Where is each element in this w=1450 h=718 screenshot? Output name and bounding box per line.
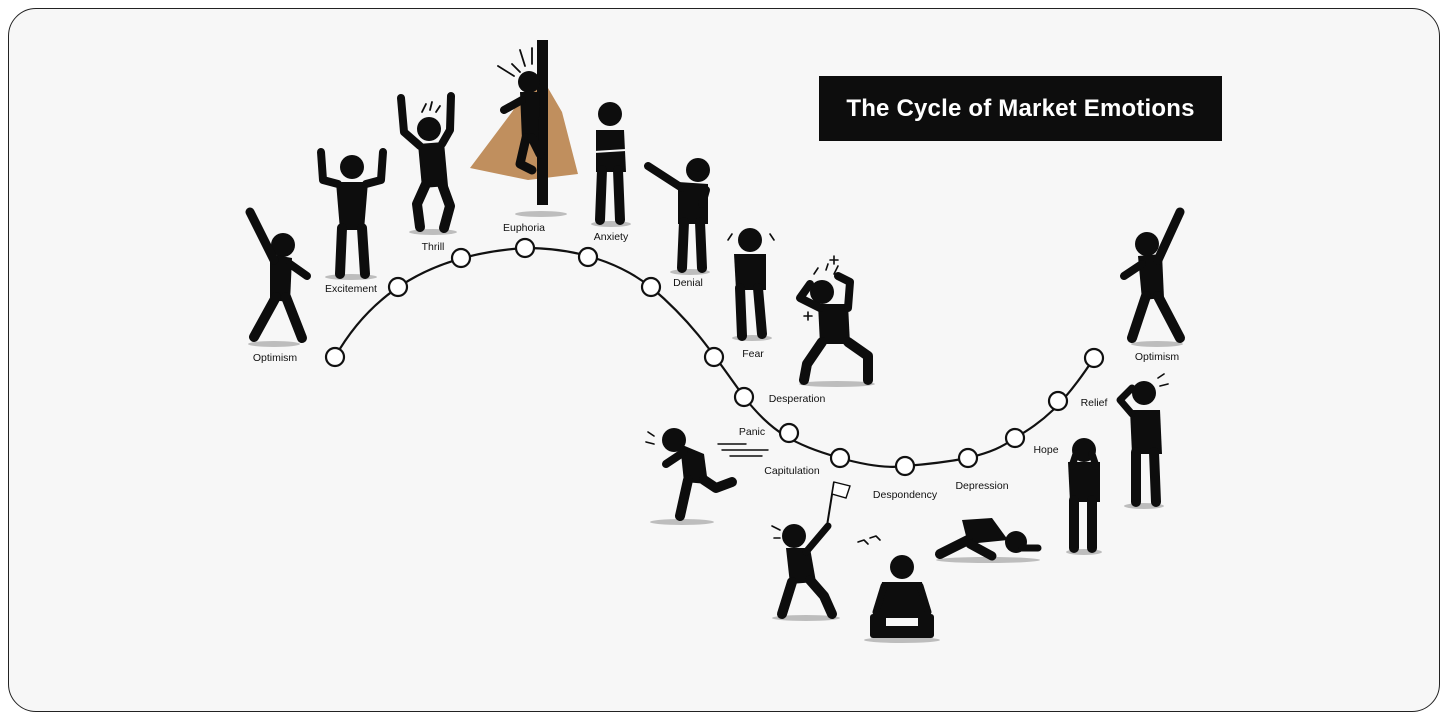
node-capitulation: [829, 447, 851, 469]
label-depression: Depression: [955, 480, 1008, 492]
node-excitement: [387, 276, 409, 298]
node-optimism: [324, 346, 346, 368]
node-thrill: [450, 247, 472, 269]
node-depression: [957, 447, 979, 469]
figure-denial: [644, 158, 710, 275]
figure-capitulation: [771, 481, 851, 621]
node-panic: [778, 422, 800, 444]
figure-relief: [1116, 373, 1169, 509]
node-despondency: [894, 455, 916, 477]
node-desperation: [733, 386, 755, 408]
figure-hope: [1066, 438, 1102, 555]
figure-euphoria: [470, 40, 578, 217]
figure-despondency: [857, 535, 940, 643]
figure-fear: [727, 228, 775, 341]
label-optimism: Optimism: [253, 352, 298, 364]
stage-labels: Optimism Excitement Thrill Euphoria Anxi…: [253, 222, 1180, 501]
figure-excitement: [317, 148, 387, 280]
figure-depression: [935, 518, 1042, 563]
label-despondency: Despondency: [873, 489, 938, 501]
node-optimism-end: [1083, 347, 1105, 369]
label-relief: Relief: [1081, 397, 1108, 409]
label-fear: Fear: [742, 348, 764, 360]
label-panic: Panic: [739, 426, 765, 438]
figure-panic: [645, 428, 769, 525]
diagram-card: The Cycle of Market Emotions: [8, 8, 1440, 712]
figure-optimism: [245, 207, 311, 347]
label-denial: Denial: [673, 277, 703, 289]
node-anxiety: [577, 246, 599, 268]
figure-optimism-end: [1120, 207, 1185, 347]
label-capitulation: Capitulation: [764, 465, 820, 477]
label-euphoria: Euphoria: [503, 222, 545, 234]
label-optimism-end: Optimism: [1135, 351, 1180, 363]
node-fear: [703, 346, 725, 368]
diagram-title: The Cycle of Market Emotions: [819, 76, 1222, 141]
label-hope: Hope: [1033, 444, 1058, 456]
node-euphoria: [514, 237, 536, 259]
label-excitement: Excitement: [325, 283, 377, 295]
label-desperation: Desperation: [769, 393, 826, 405]
label-thrill: Thrill: [422, 241, 445, 253]
node-hope: [1004, 427, 1026, 449]
figure-anxiety: [591, 102, 631, 227]
label-anxiety: Anxiety: [594, 231, 629, 243]
figure-desperation: [796, 255, 875, 387]
stage-nodes: [324, 237, 1105, 477]
figure-thrill: [397, 92, 457, 235]
node-denial: [640, 276, 662, 298]
node-relief: [1047, 390, 1069, 412]
